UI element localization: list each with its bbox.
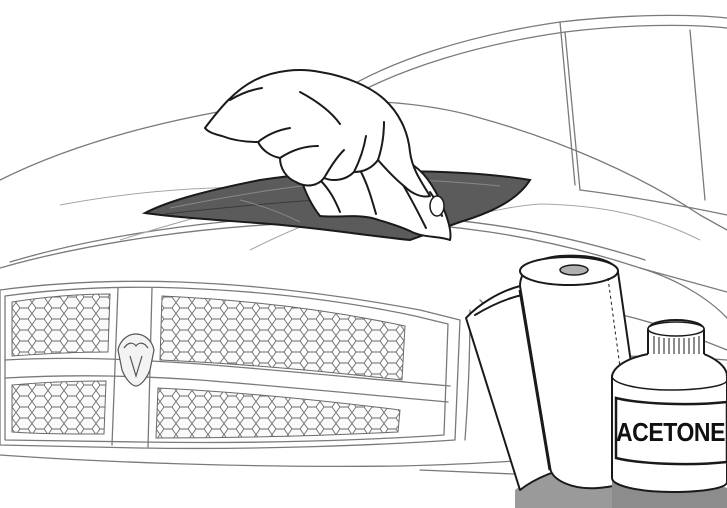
grille-mesh-lower-right [156,388,400,438]
grille-mesh-upper-right [160,296,405,380]
grille-mesh-lower-left [12,381,106,434]
acetone-label-text: ACETONE [616,417,725,447]
windshield-outline [335,15,727,95]
grille-mesh-upper-left [12,294,110,356]
ram-emblem-icon [118,334,154,386]
